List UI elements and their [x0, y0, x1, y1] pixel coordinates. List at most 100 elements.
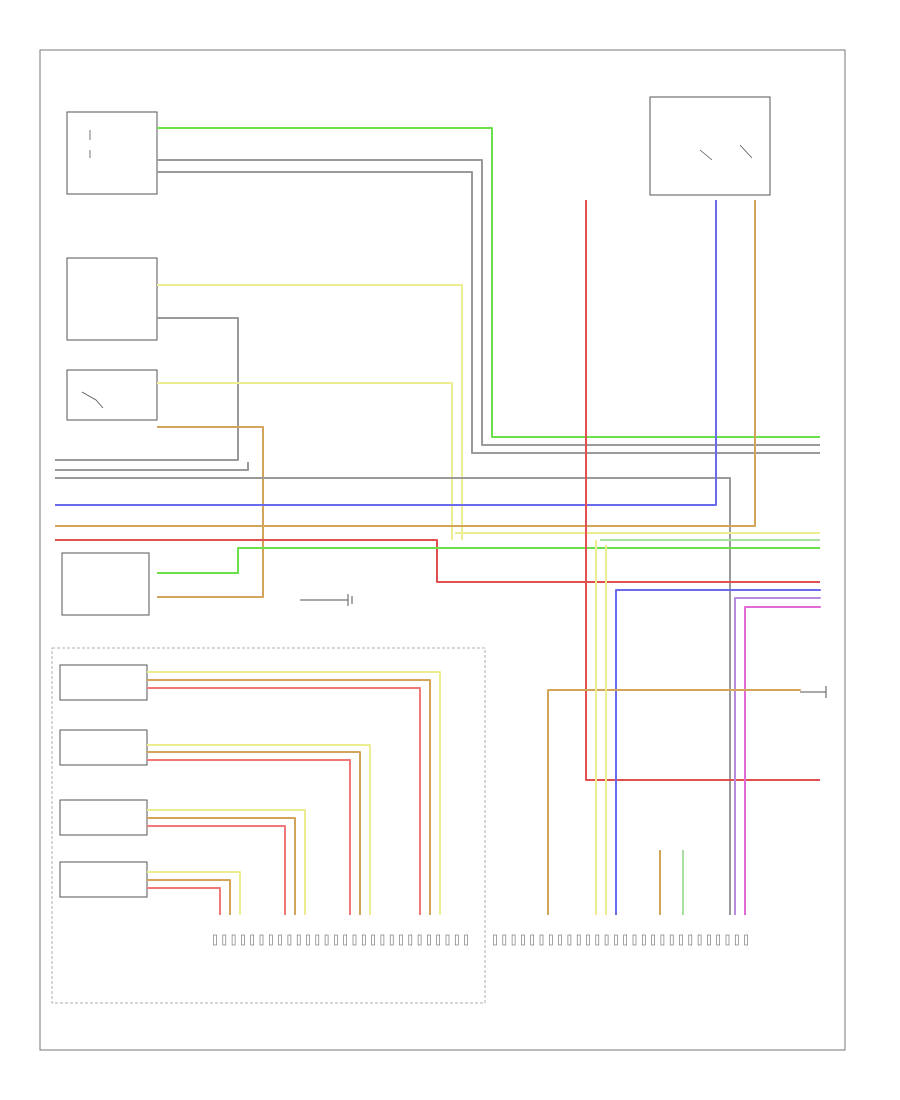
connector-pin: [641, 934, 646, 946]
wire-yellow-27: [147, 671, 441, 915]
connector-pin: [493, 934, 497, 946]
connector-pin: [389, 934, 394, 946]
connector-pin: [725, 934, 730, 946]
wire-tan-11: [55, 200, 756, 527]
connector-pin: [259, 934, 264, 946]
connector-pin: [408, 934, 413, 946]
connector-pin: [548, 934, 553, 946]
connector-pin: [530, 934, 535, 946]
connector-pin: [343, 934, 348, 946]
wire-tan-25: [147, 679, 431, 915]
connector-pin: [371, 934, 375, 946]
switch-symbol-3: [81, 391, 104, 409]
connector-pin: [539, 934, 544, 946]
connector-pin: [688, 934, 693, 946]
connector-pin: [213, 934, 217, 946]
wire-gray-8: [55, 462, 249, 471]
wire-tan-29: [147, 751, 361, 915]
connector-pin: [222, 934, 227, 946]
wire-violet-18: [734, 597, 821, 915]
connector-pin: [576, 934, 581, 946]
wire-blue-17: [615, 589, 821, 915]
component-box-6: [59, 729, 148, 766]
connector-pin: [454, 934, 459, 946]
connector-pin: [604, 934, 609, 946]
connector-pin: [511, 934, 516, 946]
connector-pin: [334, 934, 338, 946]
diagram-frame: [39, 49, 846, 1051]
wire-yellow-4: [157, 284, 463, 540]
connector-pin: [296, 934, 301, 946]
connector-pin: [250, 934, 254, 946]
wire-pink-30: [147, 759, 351, 915]
wire-tan-35: [147, 879, 231, 915]
connector-pin: [241, 934, 245, 946]
connector-pin: [399, 934, 403, 946]
wire-yellow-34: [147, 871, 241, 915]
connector-pin: [651, 934, 655, 946]
connector-pin: [632, 934, 637, 946]
wire-gray-2: [157, 159, 820, 446]
wire-green-1: [157, 127, 820, 438]
connector-pin: [716, 934, 721, 946]
connector-pin: [436, 934, 441, 946]
wire-yellow-28: [147, 744, 371, 915]
wire-pink-36: [147, 887, 221, 915]
ground-symbol-right: [800, 686, 827, 698]
connector-pin: [427, 934, 431, 946]
component-box-3: [66, 369, 158, 421]
switch-symbol-9: [699, 144, 753, 161]
component-box-2: [66, 257, 158, 341]
connector-pin: [306, 934, 310, 946]
connector-pin-layer: [213, 934, 748, 946]
wire-gray-5: [55, 317, 239, 461]
wire-yellow-31: [147, 809, 306, 915]
wire-tan-7: [157, 426, 264, 598]
component-box-9: [649, 96, 771, 196]
connector-pin: [623, 934, 628, 946]
wire-red-16: [585, 200, 820, 781]
connector-pin: [445, 934, 450, 946]
connector-pin: [707, 934, 711, 946]
connector-pin: [521, 934, 525, 946]
component-box-1: [66, 111, 158, 195]
connector-pin: [697, 934, 702, 946]
connector-pin: [380, 934, 385, 946]
component-box-4: [61, 552, 150, 616]
connector-pin: [614, 934, 618, 946]
component-box-7: [59, 799, 148, 836]
ground-symbol: [300, 594, 353, 606]
wire-gray-9: [55, 477, 731, 915]
connector-pin: [324, 934, 329, 946]
wire-gray-3: [157, 171, 820, 454]
wire-pink-26: [147, 687, 421, 915]
connector-pin: [278, 934, 282, 946]
connector-pin: [744, 934, 748, 946]
connector-pin: [315, 934, 320, 946]
component-box-8: [59, 861, 148, 898]
connector-pin: [586, 934, 590, 946]
wire-pink-33: [147, 825, 286, 915]
connector-pin: [567, 934, 572, 946]
wire-green-14: [157, 547, 820, 574]
connector-pin: [595, 934, 600, 946]
wire-magenta-19: [744, 606, 821, 915]
connector-pin: [268, 934, 273, 946]
wire-yellow-6: [157, 382, 453, 540]
wire-red-13: [55, 539, 820, 583]
connector-pin: [352, 934, 357, 946]
module-outline-dashed: [51, 647, 486, 1004]
wire-layer: [55, 127, 821, 915]
connector-pin: [660, 934, 665, 946]
connector-pin: [679, 934, 683, 946]
connector-pin: [287, 934, 292, 946]
connector-pin: [558, 934, 562, 946]
connector-pin: [361, 934, 366, 946]
wire-tan-32: [147, 817, 296, 915]
wire-tan-20: [547, 689, 801, 915]
connector-pin: [734, 934, 739, 946]
wire-blue-10: [55, 200, 717, 506]
connector-pin: [231, 934, 236, 946]
component-box-5: [59, 664, 148, 701]
